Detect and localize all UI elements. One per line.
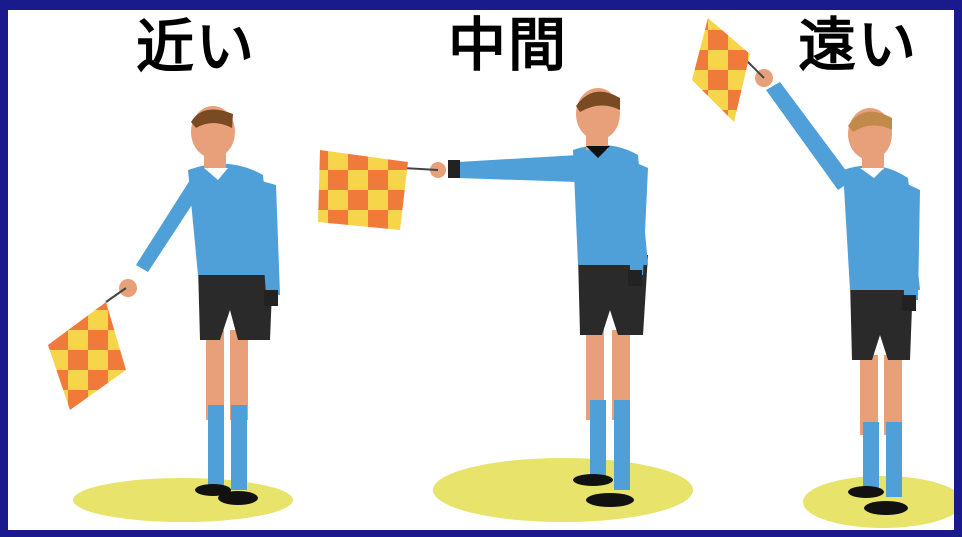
referee-far: [692, 18, 954, 528]
referee-middle: [318, 88, 693, 522]
referee-near: [48, 106, 293, 522]
flag-far: [692, 18, 750, 122]
referee-illustrations: [48, 18, 954, 528]
label-far: 遠い: [798, 11, 919, 79]
flag-near: [48, 302, 126, 410]
illustration-frame: 近い 中間 遠い: [8, 10, 954, 530]
label-near: 近い: [136, 13, 257, 81]
flag-middle: [318, 150, 408, 230]
label-middle: 中間: [448, 11, 569, 79]
grass-patch-near: [73, 478, 293, 522]
grass-patch-middle: [433, 458, 693, 522]
